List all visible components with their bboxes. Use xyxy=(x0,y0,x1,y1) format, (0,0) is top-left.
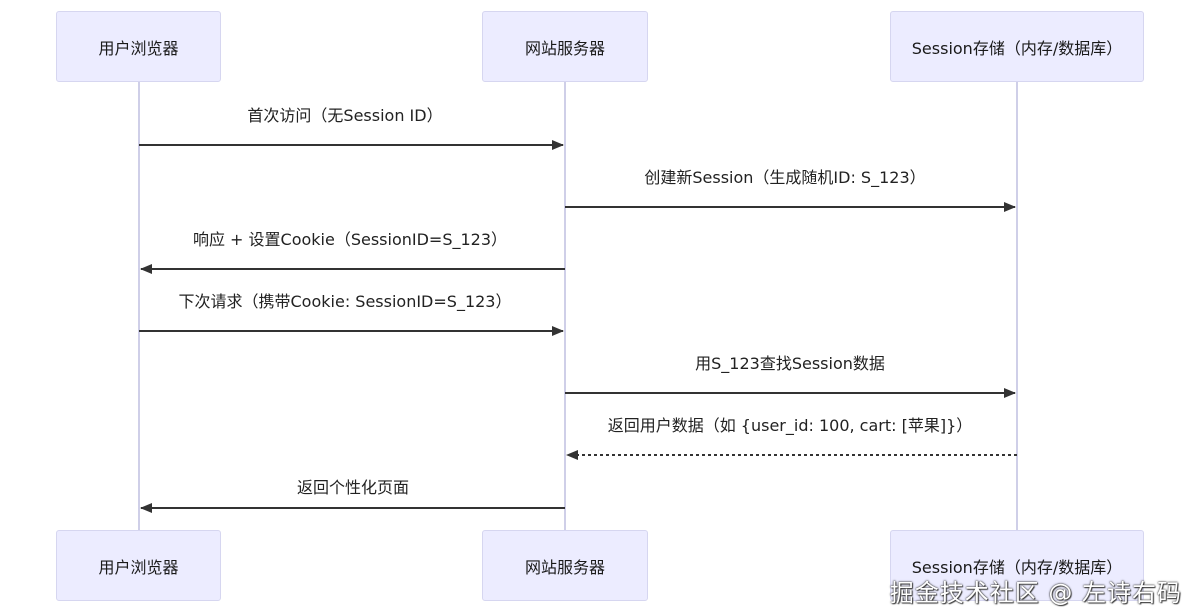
participant-top-store: Session存储（内存/数据库） xyxy=(890,11,1144,82)
message-label: 返回个性化页面 xyxy=(296,478,410,497)
message-label: 返回用户数据（如 {user_id: 100, cart: [苹果]}） xyxy=(607,416,973,435)
message-label: 用S_123查找Session数据 xyxy=(695,354,885,373)
participant-label: Session存储（内存/数据库） xyxy=(911,38,1123,58)
participant-label: Session存储（内存/数据库） xyxy=(911,557,1123,577)
participant-label: 用户浏览器 xyxy=(98,38,179,58)
message-label: 响应 + 设置Cookie（SessionID=S_123） xyxy=(192,230,508,249)
participant-bottom-browser: 用户浏览器 xyxy=(56,530,221,601)
message-label: 创建新Session（生成随机ID: S_123） xyxy=(644,168,926,187)
participant-top-server: 网站服务器 xyxy=(482,11,648,82)
participant-label: 网站服务器 xyxy=(524,557,605,577)
watermark: 掘金技术社区 @ 左诗右码 xyxy=(889,579,1182,607)
participant-bottom-server: 网站服务器 xyxy=(482,530,648,601)
participant-label: 网站服务器 xyxy=(524,38,605,58)
participant-top-browser: 用户浏览器 xyxy=(56,11,221,82)
message-arrows xyxy=(139,140,1017,513)
participant-bottom-store: Session存储（内存/数据库） xyxy=(890,530,1144,601)
participant-label: 用户浏览器 xyxy=(98,557,179,577)
message-label: 首次访问（无Session ID） xyxy=(247,106,443,125)
message-label: 下次请求（携带Cookie: SessionID=S_123） xyxy=(178,292,512,311)
